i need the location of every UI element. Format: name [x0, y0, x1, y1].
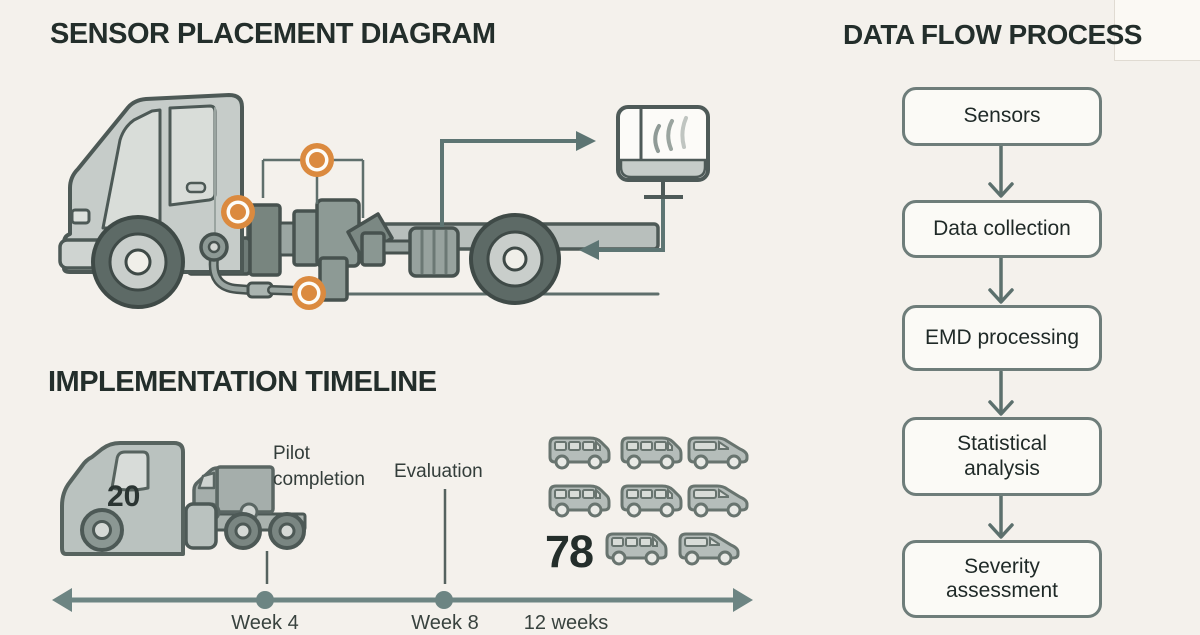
van-icon: [678, 532, 740, 566]
truck-icon: [58, 93, 660, 309]
flow-step-sensors: Sensors: [902, 87, 1102, 146]
axis-tick-12-weeks: 12 weeks: [523, 612, 609, 634]
axis-tick-week-4: Week 4: [231, 612, 299, 634]
flow-step-severity-assessment: Severity assessment: [902, 540, 1102, 618]
van-icon: [548, 484, 611, 518]
van-icon: [687, 484, 749, 518]
timeline-arrow-icon: [52, 489, 753, 612]
flow-step-emd-processing: EMD processing: [902, 305, 1102, 371]
timeline-title: IMPLEMENTATION TIMELINE: [48, 366, 437, 398]
axis-tick-week-8: Week 8: [411, 612, 479, 634]
van-icon: [548, 436, 611, 470]
fleet-count: 78: [545, 526, 594, 577]
rear-wheel: [469, 213, 561, 305]
flow-step-data-collection: Data collection: [902, 200, 1102, 258]
flow-arrow-icon: [988, 144, 1014, 539]
sensor-marker-icon: [300, 143, 334, 177]
data-flow-title: DATA FLOW PROCESS: [843, 19, 1142, 50]
pilot-truck-icon: [60, 441, 307, 556]
flow-step-statistical-analysis: Statistical analysis: [902, 417, 1102, 496]
front-wheel: [91, 215, 185, 309]
pilot-truck-count: 20: [107, 480, 141, 513]
sensor-marker-icon: [292, 276, 326, 310]
van-icon: [620, 484, 683, 518]
sensor-diagram-title: SENSOR PLACEMENT DIAGRAM: [50, 18, 496, 50]
sensor-marker-icon: [221, 195, 255, 229]
milestone-label-pilot-completion: Pilot completion: [273, 443, 365, 490]
monitor-icon: [616, 105, 710, 199]
van-icon: [687, 436, 749, 470]
paper-corner-highlight: [1114, 0, 1200, 61]
milestone-label-evaluation: Evaluation: [394, 461, 483, 482]
data-arrow-icon: [440, 131, 665, 260]
van-icon: [605, 532, 668, 566]
timeline-node: [435, 591, 453, 609]
box-truck-icon: [192, 465, 275, 522]
van-icon: [620, 436, 683, 470]
timeline-node: [256, 591, 274, 609]
